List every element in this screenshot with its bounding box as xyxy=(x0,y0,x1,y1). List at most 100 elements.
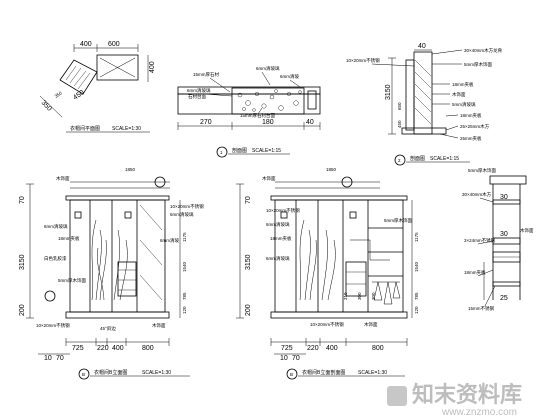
hanging-clothes xyxy=(372,281,401,305)
section2-dim-2: 650 xyxy=(397,102,402,110)
elev-left-dim-b2: 220 xyxy=(97,345,109,352)
section2-note-3: 10×20mm不锈钢 xyxy=(346,57,380,64)
elev-right-scale: SCALE=1:30 xyxy=(358,370,387,376)
section-view-2: 40 3150 650 450 30×40mm木方龙骨 5mm厚木饰面 10×2… xyxy=(346,43,503,166)
section2-note-4: 18mm夹板 xyxy=(452,81,474,88)
elev-right-dim-b2: 220 xyxy=(307,345,319,352)
elev-right-note-5: 5mm厚木饰面 xyxy=(384,217,412,224)
detail-note-2: 30×40mm木方 xyxy=(462,191,492,198)
plan-dim-diag-3: 450 xyxy=(72,89,86,101)
detail-note-3: 木饰面 xyxy=(520,227,534,234)
elev-left-dim-height: 3150 xyxy=(19,254,26,270)
section1-caption: 剖面图 xyxy=(232,147,247,154)
elev-right-dim-top: 70 xyxy=(245,196,252,204)
elev-right-dim-height: 3150 xyxy=(245,254,252,270)
detail-note-6: 15mm不锈钢 xyxy=(468,305,495,312)
elev-left-note-3: 10×20mm不锈钢 xyxy=(170,203,204,210)
elevation-left: 1850 3150 xyxy=(19,167,204,380)
elev-right-note-8: 木饰面 xyxy=(364,321,378,328)
section-view-1: 15mm厚石材 6mm清玻璃 6mm清玻 6mm清玻璃 石材台面 15mm厚石材… xyxy=(177,65,321,158)
plan-dim-diag-2: 350 xyxy=(54,90,63,99)
elev-left-note-4: 6mm清玻璃 xyxy=(170,211,194,218)
elev-left-dim-s2: 70 xyxy=(56,355,64,362)
elev-right-shelf-dim-2: 300 xyxy=(357,292,362,300)
section1-note-1: 15mm厚石材 xyxy=(193,71,220,78)
elev-left-marker: B xyxy=(82,372,85,377)
section1-dim-2: 180 xyxy=(262,119,274,126)
decor-plant-right xyxy=(299,219,336,301)
section1-scale: SCALE=1:15 xyxy=(252,148,281,154)
section2-note-6: 5mm清玻璃 xyxy=(452,101,476,108)
section2-marker: 2 xyxy=(398,158,401,163)
elev-right-shelf-dim-1: 300 xyxy=(371,292,376,300)
plan-view-top-left: 400 600 400 350 350 450 衣帽间平面图 SCALE=1:3… xyxy=(40,41,156,133)
elev-right-dim-s2: 70 xyxy=(292,355,300,362)
watermark: 知末资料库 www.znzmo.com xyxy=(387,382,522,418)
elev-left-dim-r2: 1540 xyxy=(182,261,187,272)
section2-note-2: 5mm厚木饰面 xyxy=(464,61,492,68)
plan-dim-top-1: 400 xyxy=(80,41,92,48)
elev-left-note-6: 白色乳胶漆 xyxy=(44,255,67,262)
section1-marker: 1 xyxy=(220,150,223,155)
elev-right-note-7: 10×20mm不锈钢 xyxy=(310,321,344,328)
plan-scale: SCALE=1:30 xyxy=(112,126,141,132)
elev-right-dim-s1: 10 xyxy=(280,355,288,362)
plan-dim-top-2: 600 xyxy=(108,41,120,48)
elev-left-note-2: 6mm清玻璃 xyxy=(44,223,68,230)
section1-note-4: 6mm清玻璃 xyxy=(187,87,211,94)
section2-note-8: 25×25mm木方 xyxy=(460,123,490,130)
section2-dim-3: 450 xyxy=(397,120,402,128)
section1-note-3: 6mm清玻 xyxy=(280,73,299,80)
section2-caption: 剖面图 xyxy=(410,155,425,162)
elev-left-dim-r1: 1175 xyxy=(182,232,187,242)
section1-dim-3: 40 xyxy=(306,119,314,126)
detail-note-4: 3×24mm不锈钢 xyxy=(464,237,496,244)
watermark-logo-icon xyxy=(387,386,407,406)
elev-left-dim-s1: 10 xyxy=(44,355,52,362)
elev-right-note-3: 6mm清玻璃 xyxy=(266,221,290,228)
elev-right-note-6: 6mm清玻璃 xyxy=(266,255,290,262)
elev-left-dim-bottom: 200 xyxy=(19,304,26,316)
section2-note-7: 18mm夹板 xyxy=(460,112,482,119)
watermark-brand: 知末资料库 xyxy=(412,382,522,407)
section2-note-5: 木饰面 xyxy=(452,91,466,98)
elev-left-dim-b4: 800 xyxy=(142,345,154,352)
elev-left-dim-r4: 120 xyxy=(182,306,187,314)
elevation-right: 1850 xyxy=(236,167,419,380)
elev-left-note-5: 18mm夹板 xyxy=(58,235,80,242)
elev-right-dim-r2: 1540 xyxy=(414,261,419,272)
plan-dim-diag-1: 350 xyxy=(40,99,53,112)
elev-left-dim-r3: 785 xyxy=(182,292,187,300)
elev-left-dim-top: 70 xyxy=(19,196,26,204)
elev-right-caption: 衣帽间B立面剖面图 xyxy=(302,369,345,376)
elev-left-scale: SCALE=1:30 xyxy=(142,370,171,376)
elev-right-dim-r1: 1175 xyxy=(414,232,419,242)
detail-note-1: 5mm厚木饰面 xyxy=(468,167,496,174)
elev-left-note-9: 10×20mm不锈钢 xyxy=(36,322,70,329)
section1-dim-1: 270 xyxy=(200,119,212,126)
elev-left-note-10: 45°斜边 xyxy=(100,325,116,332)
elev-right-dim-b1: 725 xyxy=(281,345,293,352)
elev-right-shelf-dim-3: 310 xyxy=(343,292,348,300)
detail-right: 30 30 25 5mm厚木饰面 30×40mm木方 木饰面 3×24mm不锈钢… xyxy=(462,167,534,312)
elev-left-dim-b1: 725 xyxy=(72,345,84,352)
elev-right-marker: B xyxy=(290,372,293,377)
elev-left-note-11: 木饰面 xyxy=(152,322,166,329)
plan-caption: 衣帽间平面图 xyxy=(70,125,100,132)
elev-right-dim-r3: 785 xyxy=(414,292,419,300)
section1-note-6: 15mm厚石材台面 xyxy=(240,112,276,119)
section1-note-2: 6mm清玻璃 xyxy=(256,65,280,72)
elev-right-dim-bottom: 200 xyxy=(245,304,252,316)
section2-dim-top: 40 xyxy=(418,43,426,50)
detail-dim-3: 25 xyxy=(500,295,508,302)
elev-left-note-8: 6mm清玻 xyxy=(160,237,179,244)
elev-right-note-1: 木饰面 xyxy=(262,175,276,182)
section2-scale: SCALE=1:15 xyxy=(430,156,459,162)
section1-note-5: 石材台面 xyxy=(188,93,206,100)
elev-right-dim-b3: 400 xyxy=(326,345,338,352)
watermark-url: www.znzmo.com xyxy=(441,407,517,418)
detail-dim-2: 30 xyxy=(500,231,508,238)
stone-texture xyxy=(237,89,302,112)
decor-plant-left xyxy=(91,219,128,301)
